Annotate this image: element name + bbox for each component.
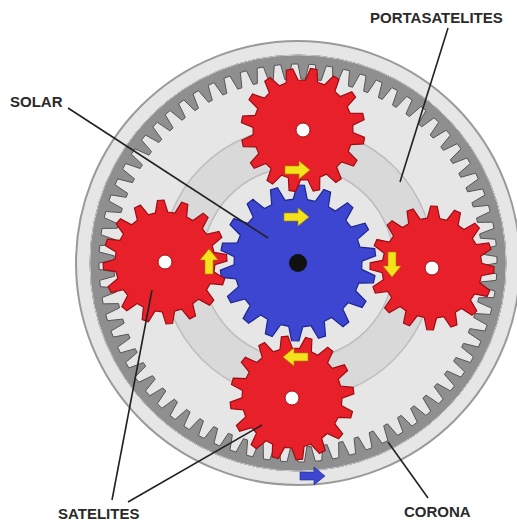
planet-gear	[230, 336, 354, 460]
leader-lines	[68, 28, 448, 502]
part-label: PORTASATELITES	[370, 10, 503, 25]
sun-gear	[220, 185, 375, 341]
planet-pin-hole	[285, 391, 299, 405]
planet-gear	[241, 68, 364, 191]
part-label: SOLAR	[10, 94, 63, 109]
rotation-arrow	[283, 348, 308, 366]
gear-group	[76, 41, 517, 485]
rotation-arrow	[284, 208, 309, 226]
ring-rim	[76, 41, 517, 485]
sun-shaft	[289, 254, 307, 272]
leader-line	[68, 108, 268, 238]
planet-pin-hole	[425, 261, 439, 275]
planet-gear	[103, 200, 227, 324]
leader-line	[112, 290, 152, 500]
rotation-arrow	[383, 252, 401, 277]
rotation-arrow	[200, 249, 218, 274]
leader-line	[128, 425, 262, 502]
arrow-group	[200, 161, 401, 485]
ring-inner-line	[90, 55, 506, 471]
rotation-arrow	[285, 161, 310, 179]
ring-rotation-arrow	[300, 467, 325, 485]
ring-gear-teeth	[90, 55, 506, 471]
planet-gear	[370, 206, 494, 330]
part-label: SATELITES	[58, 506, 139, 521]
planet-pin-hole	[158, 255, 172, 269]
leader-line	[388, 442, 428, 498]
planet-pin-hole	[296, 123, 310, 137]
leader-line	[400, 28, 448, 182]
part-label: CORONA	[404, 504, 471, 519]
